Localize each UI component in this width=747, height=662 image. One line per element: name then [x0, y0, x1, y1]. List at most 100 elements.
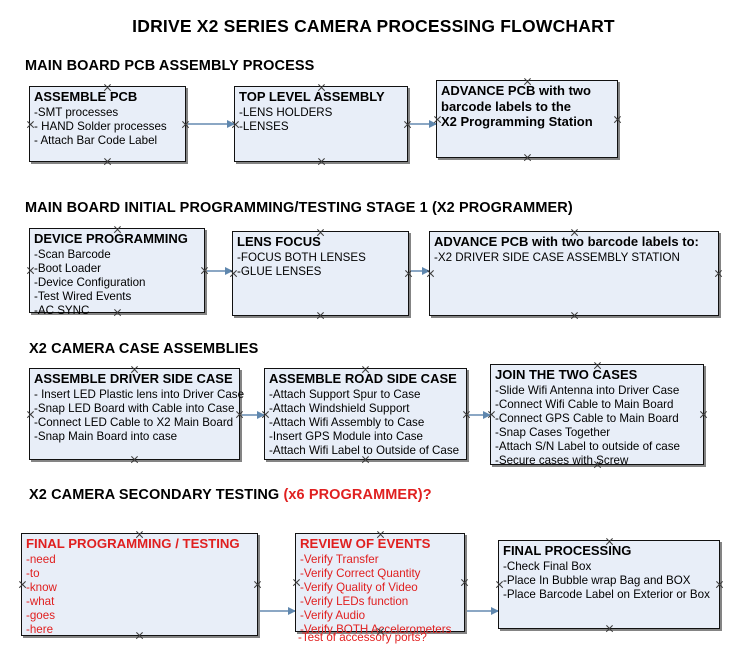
anchor-handle-bottom[interactable] — [605, 624, 614, 633]
node-line: -Verify Quality of Video — [300, 580, 418, 594]
node-line: -Attach S/N Label to outside of case — [495, 439, 680, 453]
node-line: -GLUE LENSES — [237, 264, 322, 278]
anchor-handle-bottom[interactable] — [103, 157, 112, 166]
section-heading-x2-camera-secondary-testing: X2 CAMERA SECONDARY TESTING (x6 PROGRAMM… — [29, 487, 432, 503]
section-heading-text: X2 CAMERA CASE ASSEMBLIES — [29, 341, 259, 357]
anchor-handle-bottom[interactable] — [570, 311, 579, 320]
node-line: -Attach Wifi Label to Outside of Case — [269, 443, 460, 457]
node-line: -Connect GPS Cable to Main Board — [495, 411, 679, 425]
node-review-of-events-overflow-line: -Test of accessory ports? — [298, 631, 427, 644]
node-title: REVIEW OF EVENTS — [300, 536, 431, 551]
node-line: -Place Barcode Label on Exterior or Box — [503, 587, 710, 601]
node-line: -Insert GPS Module into Case — [269, 429, 424, 443]
node-line: - Attach Bar Code Label — [34, 133, 158, 147]
node-line: -here — [26, 622, 54, 636]
node-line: -X2 DRIVER SIDE CASE ASSEMBLY STATION — [434, 250, 680, 264]
node-line: -Verify Correct Quantity — [300, 566, 421, 580]
section-heading-x2-camera-case-assemblies: X2 CAMERA CASE ASSEMBLIES — [29, 341, 258, 357]
anchor-handle-right[interactable] — [699, 410, 708, 419]
anchor-handle-bottom[interactable] — [523, 153, 532, 162]
node-title: ASSEMBLE ROAD SIDE CASE — [269, 371, 457, 386]
node-line: -Check Final Box — [503, 559, 592, 573]
anchor-handle-right[interactable] — [460, 578, 469, 587]
node-advance-pcb-programming-station[interactable]: ADVANCE PCB with two barcode labels to t… — [436, 80, 618, 158]
node-line: -Verify BOTH Accelerometers — [300, 622, 452, 636]
node-final-processing[interactable]: FINAL PROCESSING -Check Final Box -Place… — [498, 540, 720, 629]
node-title: FINAL PROGRAMMING / TESTING — [26, 536, 240, 551]
section-heading-text: MAIN BOARD INITIAL PROGRAMMING/TESTING S… — [25, 200, 573, 216]
node-line: -Boot Loader — [34, 261, 102, 275]
connector-review-events-to-final-processing — [467, 606, 499, 615]
node-title-line2: barcode labels to the — [441, 98, 572, 114]
node-line: -LENS HOLDERS — [239, 105, 333, 119]
node-top-level-assembly[interactable]: TOP LEVEL ASSEMBLY -LENS HOLDERS -LENSES — [234, 86, 408, 162]
node-line: -Verify LEDs function — [300, 594, 409, 608]
node-line: -Test Wired Events — [34, 289, 132, 303]
connector-final-programming-to-review-events — [260, 606, 296, 615]
node-line: -need — [26, 552, 56, 566]
connector-lens-focus-to-advance-pcb — [411, 266, 430, 275]
anchor-handle-right[interactable] — [253, 580, 262, 589]
connector-driver-case-to-road-case — [242, 410, 265, 419]
anchor-handle-bottom[interactable] — [130, 455, 139, 464]
node-line: -Verify Audio — [300, 608, 366, 622]
node-line: -know — [26, 580, 57, 594]
node-title: LENS FOCUS — [237, 234, 321, 249]
node-line: -Secure cases with Screw — [495, 453, 629, 467]
node-line: -AC SYNC — [34, 303, 90, 317]
node-line: -Connect Wifi Cable to Main Board — [495, 397, 674, 411]
node-line: -LENSES — [239, 119, 289, 133]
node-join-the-two-cases[interactable]: JOIN THE TWO CASES -Slide Wifi Antenna i… — [490, 364, 704, 467]
connector-assemble-pcb-to-top-level — [188, 119, 235, 128]
anchor-handle-bottom[interactable] — [316, 311, 325, 320]
node-line: -Snap LED Board with Cable into Case — [34, 401, 235, 415]
node-line: -goes — [26, 608, 56, 622]
node-title: ADVANCE PCB with two barcode labels to: — [434, 234, 699, 249]
section-heading-main-board-pcb-assembly: MAIN BOARD PCB ASSEMBLY PROCESS — [25, 58, 314, 74]
section-heading-accent: (x6 PROGRAMMER)? — [283, 487, 432, 503]
node-title: FINAL PROCESSING — [503, 543, 632, 558]
node-line: -what — [26, 594, 55, 608]
node-line: -Attach Wifi Assembly to Case — [269, 415, 425, 429]
anchor-handle-right[interactable] — [715, 580, 724, 589]
node-line: -Place In Bubble wrap Bag and BOX — [503, 573, 691, 587]
node-assemble-road-side-case[interactable]: ASSEMBLE ROAD SIDE CASE -Attach Support … — [264, 368, 467, 460]
connector-top-level-to-advance-pcb — [410, 119, 437, 128]
node-line: -Scan Barcode — [34, 247, 111, 261]
node-line: - Insert LED Plastic lens into Driver Ca… — [34, 387, 245, 401]
node-review-of-events[interactable]: REVIEW OF EVENTS -Verify Transfer -Verif… — [295, 533, 465, 636]
anchor-handle-right[interactable] — [613, 115, 622, 124]
connector-device-programming-to-lens-focus — [207, 266, 233, 275]
section-heading-main-board-initial-programming: MAIN BOARD INITIAL PROGRAMMING/TESTING S… — [25, 200, 573, 216]
node-title-line3: X2 Programming Station — [441, 114, 593, 130]
node-final-programming-testing[interactable]: FINAL PROGRAMMING / TESTING -need -to -k… — [21, 533, 258, 636]
page-title: IDRIVE X2 SERIES CAMERA PROCESSING FLOWC… — [132, 16, 615, 36]
node-line: -Verify Transfer — [300, 552, 379, 566]
anchor-handle-right[interactable] — [714, 269, 723, 278]
node-title: ASSEMBLE DRIVER SIDE CASE — [34, 371, 233, 386]
anchor-handle-bottom[interactable] — [317, 157, 326, 166]
node-title: DEVICE PROGRAMMING — [34, 231, 188, 246]
node-line: -Snap Main Board into case — [34, 429, 178, 443]
node-title: ASSEMBLE PCB — [34, 89, 138, 104]
node-title: TOP LEVEL ASSEMBLY — [239, 89, 385, 104]
node-line: -FOCUS BOTH LENSES — [237, 250, 366, 264]
node-line: -Attach Windshield Support — [269, 401, 410, 415]
node-device-programming[interactable]: DEVICE PROGRAMMING -Scan Barcode -Boot L… — [29, 228, 205, 317]
node-lens-focus[interactable]: LENS FOCUS -FOCUS BOTH LENSES -GLUE LENS… — [232, 231, 409, 316]
connector-road-case-to-join-cases — [469, 410, 491, 419]
node-line: -Connect LED Cable to X2 Main Board — [34, 415, 234, 429]
node-line: -Slide Wifi Antenna into Driver Case — [495, 383, 680, 397]
node-line: -Device Configuration — [34, 275, 146, 289]
node-line: -Attach Support Spur to Case — [269, 387, 421, 401]
node-line: - HAND Solder processes — [34, 119, 167, 133]
node-line: -Snap Cases Together — [495, 425, 611, 439]
node-title: ADVANCE PCB with two — [441, 83, 591, 98]
node-line: -to — [26, 566, 40, 580]
node-line: -SMT processes — [34, 105, 119, 119]
node-assemble-driver-side-case[interactable]: ASSEMBLE DRIVER SIDE CASE - Insert LED P… — [29, 368, 245, 460]
node-assemble-pcb[interactable]: ASSEMBLE PCB -SMT processes - HAND Solde… — [29, 86, 186, 162]
section-heading-text: MAIN BOARD PCB ASSEMBLY PROCESS — [25, 58, 315, 74]
node-advance-pcb-driver-side-station[interactable]: ADVANCE PCB with two barcode labels to: … — [429, 231, 719, 316]
